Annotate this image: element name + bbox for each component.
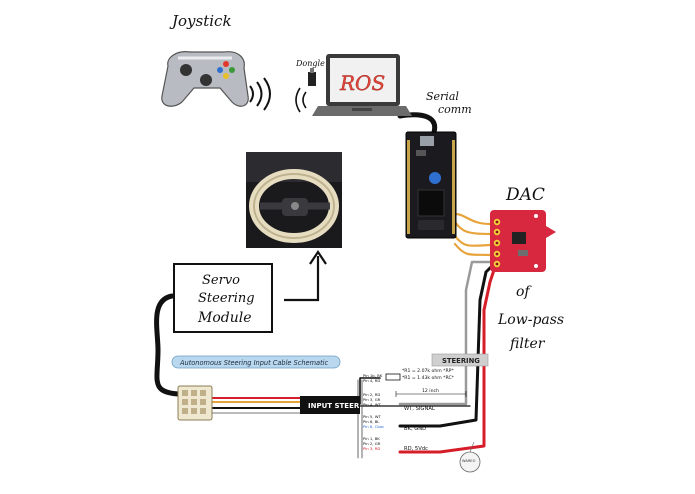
gray-to-signal bbox=[398, 364, 468, 406]
serial-label-2: comm bbox=[438, 103, 472, 116]
dac-label: DAC bbox=[505, 185, 545, 205]
pin-1-1: Pin 1b, BK bbox=[363, 373, 383, 378]
serial-label-1: Serial bbox=[426, 90, 459, 103]
pin-3-3: Pin 6, Cbac bbox=[363, 424, 384, 429]
bundle-lines bbox=[357, 379, 363, 459]
wire-tag-text: WAREO bbox=[462, 459, 476, 463]
lowpass-label-1: Low-pass bbox=[497, 312, 564, 328]
input-steer-block bbox=[300, 396, 360, 414]
schematic-banner-text: Autonomous Steering Input Cable Schemati… bbox=[179, 359, 328, 367]
serial-cable bbox=[397, 112, 438, 135]
arrow-head bbox=[309, 250, 327, 265]
wt-signal-text: WT, SIGNAL bbox=[404, 406, 435, 412]
servo-to-wheel-arrow bbox=[284, 256, 320, 302]
wires bbox=[154, 112, 496, 459]
dac-gray-down bbox=[464, 260, 496, 360]
pin-2-2: Pin 3, GR bbox=[363, 397, 381, 402]
input-steer-text: INPUT STEER bbox=[308, 402, 360, 410]
res-note-1: *R1 = 2.07k ohm *RP* bbox=[402, 368, 454, 374]
pin-2-1: Pin 2, RD bbox=[363, 392, 380, 397]
rd-5vdc-text: RD, 5Vdc bbox=[404, 446, 428, 452]
mcu-dac-wire-2 bbox=[453, 220, 492, 236]
schematic-banner bbox=[171, 355, 341, 369]
resistor-symbol bbox=[385, 373, 401, 381]
servo-cable bbox=[154, 293, 181, 397]
wireless-signal-icon bbox=[249, 77, 271, 111]
steering-wheel-photo bbox=[246, 152, 342, 248]
wireless-signal-icon bbox=[295, 87, 307, 113]
twelve-inch-text: 12 inch bbox=[422, 388, 439, 394]
res-note-2: *R1 = 1.43k ohm *RC* bbox=[402, 375, 455, 381]
lowpass-label-2: filter bbox=[509, 336, 546, 352]
pin-1-2: Pin 4, RD bbox=[363, 378, 380, 383]
microcontroller-board-icon bbox=[405, 131, 457, 239]
dac-black-down bbox=[398, 262, 496, 428]
servo-steering-module-box bbox=[173, 263, 273, 333]
steering-tag bbox=[431, 353, 489, 367]
gamepad-icon bbox=[161, 51, 249, 107]
pin-3-2: Pin 6, BL bbox=[363, 419, 380, 424]
pin-2-3: Pin 4, WT bbox=[363, 402, 381, 407]
dongle-label: Dongle bbox=[295, 59, 325, 68]
laptop-icon bbox=[312, 54, 412, 116]
usb-dongle-icon bbox=[308, 68, 316, 86]
servo-label-2: Steering bbox=[198, 291, 255, 306]
mcu-dac-wire-3 bbox=[453, 234, 492, 247]
joystick-label: Joystick bbox=[169, 12, 232, 30]
pin-4-3: Pin 3, RD bbox=[363, 446, 380, 451]
mcu-dac-wire-1 bbox=[453, 212, 492, 226]
dac-red-down bbox=[398, 268, 496, 454]
pin-3-1: Pin 5, WT bbox=[363, 414, 381, 419]
connector-icon bbox=[177, 385, 213, 421]
servo-label-3: Module bbox=[197, 310, 252, 326]
of-label: of bbox=[516, 284, 532, 300]
mcu-dac-wire-4 bbox=[453, 242, 492, 257]
pin-4-2: Pin 2, GR bbox=[363, 441, 381, 446]
tag-leader bbox=[469, 441, 475, 453]
steering-tag-text: STEERING bbox=[442, 357, 480, 365]
bk-gnd-text: BK, GND bbox=[404, 426, 426, 432]
dimension-line bbox=[395, 391, 467, 397]
pin-4-1: Pin 1, BK bbox=[363, 436, 380, 441]
ros-label: ROS bbox=[339, 71, 385, 95]
dac-board-icon bbox=[490, 210, 556, 272]
servo-label-1: Servo bbox=[202, 273, 240, 288]
